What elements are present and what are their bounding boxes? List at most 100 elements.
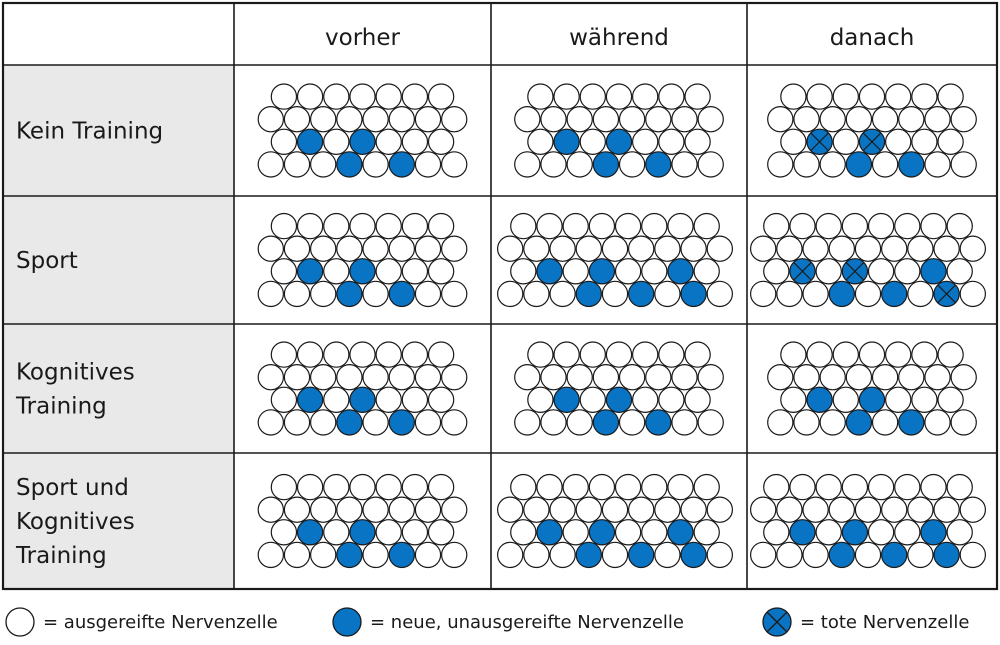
ripe-cell [894, 519, 921, 546]
ripe-cell [780, 83, 807, 110]
ripe-cell [270, 386, 298, 413]
ripe-cell [950, 409, 977, 436]
neuron-cluster [514, 341, 724, 436]
ripe-cell [802, 496, 829, 523]
ripe-cell [566, 151, 593, 178]
legend-dead: = tote Nervenzelle [760, 604, 969, 640]
ripe-cell [845, 105, 873, 133]
dead-cell-cross [845, 262, 865, 281]
ripe-cell [601, 496, 629, 523]
ripe-cell [270, 212, 298, 240]
ripe-cell [497, 541, 524, 569]
ripe-cell [937, 83, 964, 110]
ripe-cell [441, 151, 468, 178]
neuron-cluster [750, 473, 987, 569]
legend-dead-label: = tote Nervenzelle [800, 611, 970, 633]
new-cell [388, 409, 415, 436]
ripe-cell [697, 151, 724, 178]
ripe-cell [388, 364, 415, 391]
new-cell [296, 519, 324, 546]
ripe-cell [950, 364, 977, 391]
ripe-cell [706, 280, 734, 308]
ripe-cell [645, 105, 672, 133]
legend-ripe-label: = ausgereifte Nervenzelle [43, 611, 278, 633]
new-cell [536, 258, 563, 285]
ripe-cell [907, 280, 934, 308]
ripe-cell [579, 341, 607, 368]
ripe-cell [658, 128, 685, 155]
ripe-cell [658, 386, 685, 413]
ripe-cell [854, 280, 882, 308]
ripe-cell [497, 496, 524, 523]
ripe-cell [441, 105, 468, 133]
ripe-cell [401, 212, 429, 240]
ripe-cell [854, 235, 882, 262]
ripe-cell [706, 541, 734, 569]
ripe-cell [362, 364, 389, 391]
ripe-cell [907, 496, 934, 523]
ripe-cell [871, 409, 899, 436]
ripe-cell [819, 364, 846, 391]
ripe-cell [283, 409, 311, 436]
ripe-cell [793, 151, 820, 178]
ripe-cell [441, 541, 468, 569]
ripe-cell [618, 409, 646, 436]
ripe-cell [937, 128, 964, 155]
ripe-cell [894, 473, 921, 501]
ripe-cell [349, 341, 376, 368]
ripe-cell [562, 473, 589, 501]
ripe-cell [946, 519, 973, 546]
new-cell [628, 541, 655, 569]
ripe-cell [441, 235, 468, 262]
ripe-cell [283, 364, 311, 391]
new-cell [841, 519, 869, 546]
row-label-1: Sport [16, 248, 78, 274]
ripe-cell [776, 496, 803, 523]
table-grid-lines [1, 1, 999, 591]
ripe-cell [510, 473, 537, 501]
ripe-cell [750, 496, 777, 523]
neuron-cluster [257, 473, 468, 569]
ripe-cell [375, 258, 402, 285]
ripe-cell [523, 280, 550, 308]
ripe-cell [362, 235, 389, 262]
ripe-cell [588, 212, 616, 240]
ripe-cell [414, 541, 442, 569]
ripe-cell [867, 258, 895, 285]
ripe-cell [388, 105, 415, 133]
ripe-cell [540, 151, 567, 178]
ripe-cell [894, 212, 921, 240]
ripe-cell [614, 212, 642, 240]
dead-cell-icon [762, 607, 792, 637]
ripe-cell [523, 496, 550, 523]
ripe-cell [540, 409, 567, 436]
ripe-cell [946, 258, 973, 285]
ripe-cell [388, 496, 415, 523]
new-cell [388, 151, 415, 178]
ripe-cell [881, 496, 908, 523]
new-cell [553, 128, 580, 155]
new-cell [592, 409, 620, 436]
ripe-cell [566, 409, 593, 436]
ripe-cell [270, 128, 298, 155]
ripe-cell [427, 128, 455, 155]
ripe-cell [310, 105, 337, 133]
row-header-bg [3, 324, 234, 453]
ripe-cell [793, 364, 820, 391]
new-cell [645, 409, 672, 436]
ripe-cell [283, 235, 311, 262]
ripe-cell [401, 473, 429, 501]
ripe-cell [579, 386, 607, 413]
ripe-cell [776, 541, 803, 569]
new-cell [575, 280, 603, 308]
ripe-cell [946, 473, 973, 501]
ripe-cell [349, 473, 376, 501]
ripe-cell [680, 496, 707, 523]
dead-cell-cross [862, 132, 882, 152]
ripe-cell [414, 364, 442, 391]
ripe-cell [562, 212, 589, 240]
dead-cell-cross [810, 132, 829, 152]
ripe-cell [959, 541, 987, 569]
ripe-cell [270, 473, 298, 501]
neuron-cluster [497, 212, 734, 308]
